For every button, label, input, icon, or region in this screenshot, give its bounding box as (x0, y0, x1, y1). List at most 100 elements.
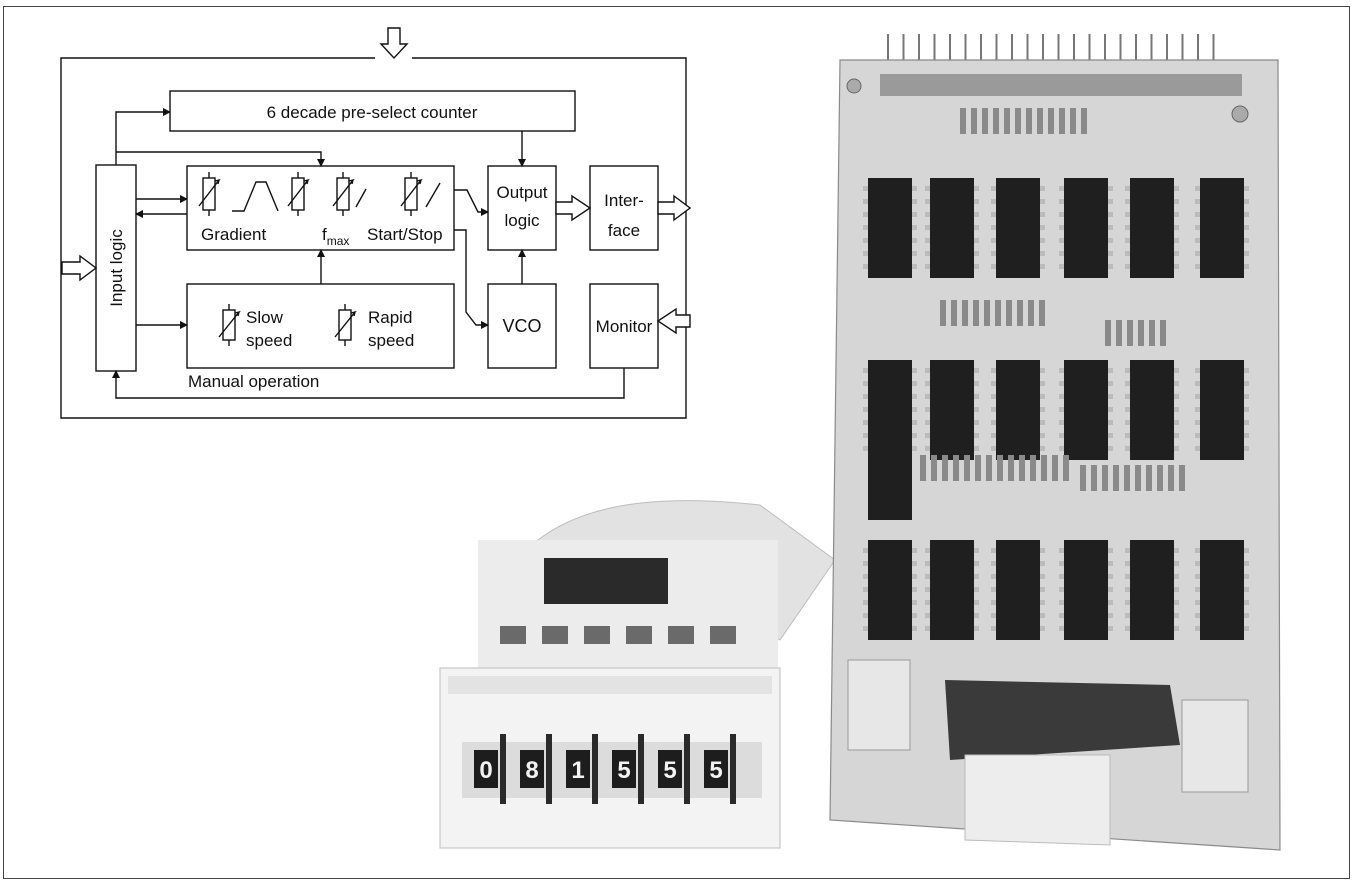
mount-hole-right (1231, 105, 1249, 123)
counter-photo: 0 8 1 5 5 5 (439, 500, 836, 849)
resistor (1017, 300, 1023, 326)
gradient-pot-2-icon (287, 172, 310, 216)
counter-digit: 1 (571, 757, 584, 784)
bottom-ribbon-cable (964, 754, 1111, 846)
counter-connector (544, 558, 668, 604)
input-to-counter-line (115, 108, 171, 165)
ic-chip (991, 178, 1045, 278)
ic-chip (863, 178, 917, 278)
digit-window: 1 (566, 734, 598, 804)
counter-label: 6 decade pre-select counter (267, 103, 478, 122)
bottom-connector (945, 680, 1180, 760)
digit-window: 0 (474, 734, 506, 804)
ic-chip (1125, 540, 1179, 640)
ic-chip (1059, 540, 1113, 640)
resistor (1102, 465, 1108, 491)
ic-chip (1125, 178, 1179, 278)
counter-to-function-line (116, 151, 325, 167)
interface-box (589, 165, 659, 251)
counter-digit: 0 (479, 757, 492, 784)
top-input-arrow (379, 27, 409, 60)
resistor (986, 455, 992, 481)
edge-connector (880, 74, 1242, 96)
resistor (971, 108, 977, 134)
digit-window: 5 (704, 734, 736, 804)
resistor (1116, 320, 1122, 346)
digit-window: 5 (612, 734, 644, 804)
fmax-label: fmax (322, 225, 349, 248)
counter-digit: 5 (617, 757, 630, 784)
resistor (931, 455, 937, 481)
ic-chip (991, 360, 1045, 460)
ic-chip (868, 450, 912, 520)
interface-label-2: face (608, 221, 640, 240)
fmax-f: f (322, 225, 327, 244)
resistor (1028, 300, 1034, 326)
start-stop-label: Start/Stop (367, 225, 443, 244)
resistor (1080, 465, 1086, 491)
relay-right (1181, 699, 1249, 793)
manual-box (186, 283, 455, 369)
resistor (997, 455, 1003, 481)
resistor (993, 108, 999, 134)
ic-chip (991, 540, 1045, 640)
monitor-box (589, 283, 659, 369)
resistor (1157, 465, 1163, 491)
manual-operation-label: Manual operation (188, 372, 319, 391)
fmax-subscript: max (327, 234, 350, 248)
counter-digit: 8 (525, 757, 538, 784)
start-stop-pot-icon (400, 172, 423, 216)
resistor (1105, 320, 1111, 346)
resistor (1113, 465, 1119, 491)
rapid-speed-pot-icon (334, 304, 357, 346)
ic-chips (863, 178, 1249, 640)
resistor (1146, 465, 1152, 491)
resistor (1124, 465, 1130, 491)
ic-chip (925, 178, 979, 278)
ic-chip (925, 360, 979, 460)
resistor (1015, 108, 1021, 134)
left-input-arrow (61, 254, 98, 282)
block-diagram: 6 decade pre-select counter Input logic … (60, 27, 692, 419)
resistor (1004, 108, 1010, 134)
ic-chip (1059, 360, 1113, 460)
monitor-to-input-line (112, 368, 625, 399)
resistor (1179, 465, 1185, 491)
function-box (186, 165, 455, 251)
function-to-output-line (454, 189, 489, 216)
resistor (982, 108, 988, 134)
vco-box (487, 283, 557, 369)
input-logic-label: Input logic (107, 229, 126, 307)
output-logic-label-1: Output (496, 183, 547, 202)
ic-chip (1125, 360, 1179, 460)
resistor (964, 455, 970, 481)
resistor (973, 300, 979, 326)
resistor (951, 300, 957, 326)
resistor (1091, 465, 1097, 491)
resistor (960, 108, 966, 134)
resistor (1041, 455, 1047, 481)
resistor (1030, 455, 1036, 481)
ic-chip (925, 540, 979, 640)
resistor (995, 300, 1001, 326)
push-buttons (500, 626, 736, 644)
relay-left (847, 659, 911, 751)
resistor (920, 455, 926, 481)
counter-digit: 5 (663, 757, 676, 784)
resistor (1026, 108, 1032, 134)
resistor (1059, 108, 1065, 134)
fmax-pot-icon (332, 172, 355, 216)
monitor-in-arrow (656, 307, 691, 335)
resistor (962, 300, 968, 326)
resistor (1160, 320, 1166, 346)
interface-out-arrow (657, 194, 692, 222)
resistor (975, 455, 981, 481)
resistor (1037, 108, 1043, 134)
resistor (1008, 455, 1014, 481)
resistor (1019, 455, 1025, 481)
rapid-label-2: speed (368, 331, 414, 350)
monitor-label: Monitor (596, 317, 653, 336)
outer-loop-line (60, 57, 687, 419)
